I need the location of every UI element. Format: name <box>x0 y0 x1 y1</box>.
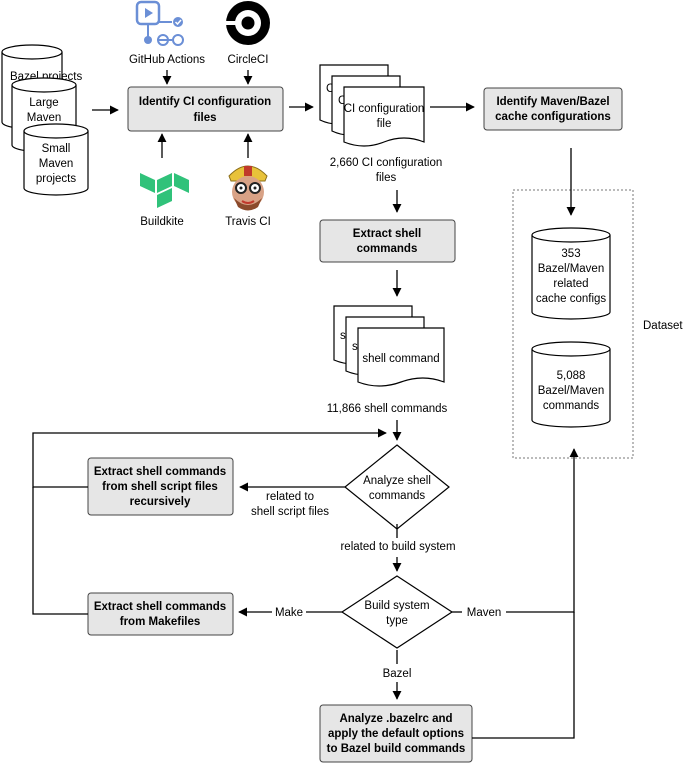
svg-text:Build system: Build system <box>364 600 429 612</box>
extract-recursive-step: Extract shell commands from shell script… <box>87 457 234 516</box>
edges <box>32 70 579 739</box>
ci-count-line1: 2,660 CI configuration <box>330 157 443 169</box>
svg-text:Analyze shell: Analyze shell <box>363 475 431 487</box>
related-script-line2: shell script files <box>251 506 329 518</box>
svg-text:Analyze .bazelrc and: Analyze .bazelrc and <box>339 713 452 725</box>
svg-text:from shell script files: from shell script files <box>102 481 218 493</box>
svg-text:Extract shell commands: Extract shell commands <box>94 466 226 478</box>
svg-text:cache configs: cache configs <box>536 293 607 305</box>
svg-text:commands: commands <box>369 490 425 502</box>
small-maven-line2: Maven <box>39 158 74 170</box>
svg-text:Bazel/Maven: Bazel/Maven <box>538 263 604 275</box>
svg-text:Extract shell: Extract shell <box>353 228 421 240</box>
identify-cache-line1: Identify Maven/Bazel <box>496 96 609 108</box>
svg-text:Extract shell commands: Extract shell commands <box>94 601 226 613</box>
svg-text:s: s <box>352 341 358 353</box>
dataset-region: Dataset 353 Bazel/Maven related cache co… <box>512 189 683 459</box>
svg-text:commands: commands <box>543 400 599 412</box>
svg-text:apply the default options: apply the default options <box>328 728 464 740</box>
projects-cylinders: Bazel projects Large Maven projects Smal… <box>1 44 89 196</box>
svg-text:commands: commands <box>357 243 418 255</box>
svg-text:to Bazel build commands: to Bazel build commands <box>327 743 466 755</box>
buildkite-icon <box>140 173 189 208</box>
identify-ci-line1: Identify CI configuration <box>139 96 271 108</box>
ci-count-line2: files <box>376 172 397 184</box>
circleci-label: CircleCI <box>228 54 269 66</box>
commands-db: 5,088 Bazel/Maven commands <box>531 341 611 428</box>
svg-text:5,088: 5,088 <box>557 370 586 382</box>
identify-ci-line2: files <box>193 112 216 124</box>
shell-command-label: shell command <box>362 353 439 365</box>
svg-text:type: type <box>386 615 408 627</box>
analyze-shell-decision: Analyze shell commands <box>344 444 450 530</box>
large-maven-line1: Large <box>29 97 58 109</box>
small-maven-projects-cylinder: Small Maven projects <box>23 123 89 196</box>
small-maven-line1: Small <box>42 143 71 155</box>
svg-text:recursively: recursively <box>130 496 191 508</box>
svg-text:from Makefiles: from Makefiles <box>120 616 201 628</box>
github-actions-label: GitHub Actions <box>129 54 205 66</box>
svg-text:Bazel/Maven: Bazel/Maven <box>538 385 604 397</box>
build-system-type-decision: Build system type <box>340 575 454 649</box>
svg-text:353: 353 <box>561 248 580 260</box>
svg-text:C: C <box>338 95 346 107</box>
ci-config-file-line1: CI configuration <box>344 103 425 115</box>
related-build-label: related to build system <box>340 541 455 553</box>
svg-text:C: C <box>326 83 334 95</box>
circleci-icon <box>226 1 270 45</box>
travis-ci-icon <box>228 165 268 211</box>
related-script-line1: related to <box>266 491 314 503</box>
small-maven-line3: projects <box>36 173 77 185</box>
svg-text:s: s <box>340 330 346 342</box>
identify-cache-line2: cache configurations <box>495 111 611 123</box>
buildkite-label: Buildkite <box>140 216 183 228</box>
ci-config-file-line2: file <box>377 118 392 130</box>
identify-cache-config-step: Identify Maven/Bazel cache configuration… <box>483 87 623 131</box>
bazel-edge-label: Bazel <box>383 668 412 680</box>
github-actions-icon <box>135 0 184 46</box>
travis-ci-label: Travis CI <box>225 216 271 228</box>
analyze-bazelrc-step: Analyze .bazelrc and apply the default o… <box>319 704 473 763</box>
cache-configs-db: 353 Bazel/Maven related cache configs <box>531 227 611 320</box>
shell-command-docs: s s shell command <box>333 305 445 387</box>
dataset-label: Dataset <box>643 320 683 332</box>
large-maven-line2: Maven <box>27 112 62 124</box>
identify-ci-config-step: Identify CI configuration files <box>127 86 284 132</box>
shell-count-label: 11,866 shell commands <box>327 403 448 415</box>
extract-makefiles-step: Extract shell commands from Makefiles <box>87 592 234 636</box>
extract-shell-step: Extract shell commands <box>319 219 456 263</box>
maven-edge-label: Maven <box>467 607 502 619</box>
ci-config-file-docs: C C CI configuration file <box>319 64 425 147</box>
svg-text:related: related <box>553 278 588 290</box>
make-edge-label: Make <box>275 607 303 619</box>
